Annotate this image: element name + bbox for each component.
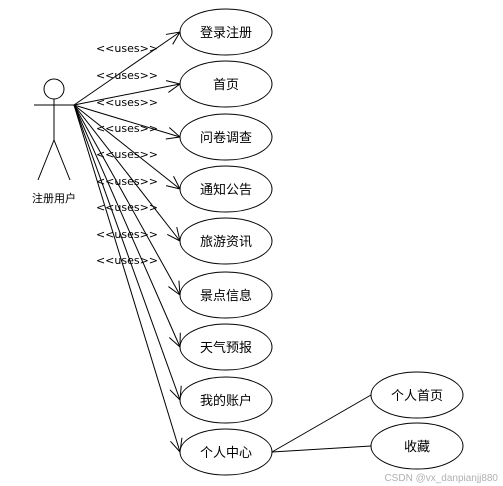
uses-label: <<uses>> [96,148,158,161]
use-case-1: 登录注册 [179,8,273,56]
uses-label: <<uses>> [96,201,158,214]
use-case-4: 通知公告 [179,165,273,213]
use-case-label: 个人中心 [200,446,252,461]
use-case-label: 我的账户 [200,393,252,409]
uses-label: <<uses>> [96,254,158,267]
actor-left-leg [37,139,55,181]
uses-label: <<uses>> [96,228,158,241]
use-case-9: 个人中心 [179,428,273,476]
use-case-3: 问卷调查 [179,113,273,161]
use-case-6: 景点信息 [179,271,273,319]
actor-head [43,78,65,100]
use-case-label: 旅游资讯 [200,235,252,250]
use-case-8: 我的账户 [179,376,273,424]
sub-use-case-1: 个人首页 [370,371,464,419]
sub-association-1 [271,394,372,453]
sub-use-case-label: 收藏 [404,440,430,455]
uses-label: <<uses>> [96,175,158,188]
use-case-label: 通知公告 [200,182,252,198]
uses-label: <<uses>> [96,96,158,109]
actor-right-leg [53,139,71,181]
use-case-label: 问卷调查 [200,130,252,146]
use-case-label: 首页 [213,78,239,93]
sub-association-2 [271,445,372,453]
use-case-2: 首页 [179,60,273,108]
use-case-7: 天气预报 [179,323,273,371]
sub-use-case-2: 收藏 [370,422,464,470]
sub-use-case-label: 个人首页 [391,389,443,404]
association-7 [73,104,181,349]
uses-label: <<uses>> [96,42,158,55]
use-case-label: 天气预报 [200,340,252,356]
use-case-label: 登录注册 [200,26,252,41]
use-case-5: 旅游资讯 [179,217,273,265]
actor-label: 注册用户 [32,191,76,205]
uses-label: <<uses>> [96,69,158,82]
uses-label: <<uses>> [96,122,158,135]
use-case-label: 景点信息 [200,288,252,304]
watermark: CSDN @vx_danpianjj880 [384,473,498,484]
actor-figure [34,78,74,181]
